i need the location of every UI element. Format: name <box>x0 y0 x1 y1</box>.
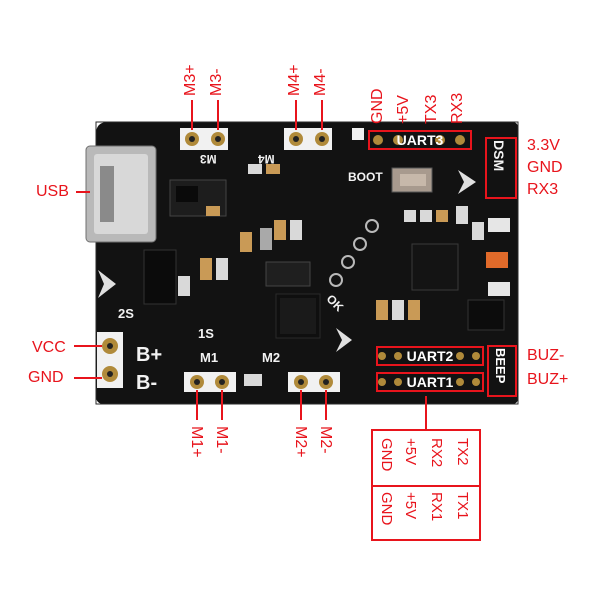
label-uart3-gnd: GND <box>369 88 386 124</box>
silk-bminus: B- <box>136 372 158 394</box>
table-uart2-tx2: TX2 <box>454 438 471 466</box>
bottom-motor-pads <box>184 372 340 392</box>
table-uart2-5v: +5V <box>402 438 419 466</box>
uart-pads <box>378 352 480 386</box>
usb-port-opening <box>100 166 114 222</box>
silk-m1: M1 <box>200 350 219 365</box>
label-buz-minus: BUZ- <box>527 347 565 364</box>
label-m2-minus: M2- <box>317 426 334 454</box>
table-uart1-gnd: GND <box>378 492 395 526</box>
label-uart3-5v: +5V <box>395 95 412 124</box>
label-usb: USB <box>36 183 69 200</box>
label-uart3-rx3: RX3 <box>449 92 466 124</box>
label-uart3-tx3: TX3 <box>423 94 440 124</box>
table-uart1-tx1: TX1 <box>454 492 471 520</box>
label-m3-plus: M3+ <box>182 64 199 96</box>
label-buz-plus: BUZ+ <box>527 371 569 388</box>
table-uart2-gnd: GND <box>378 438 395 472</box>
silk-boot: BOOT <box>348 170 383 184</box>
label-m3-minus: M3- <box>208 68 225 96</box>
battery-pads <box>97 332 123 388</box>
silk-arrows <box>98 170 476 352</box>
label-m2-plus: M2+ <box>292 426 309 458</box>
silk-m2: M2 <box>262 350 281 365</box>
components <box>143 164 510 386</box>
silk-m3: M3 <box>200 152 217 166</box>
label-dsm-gnd: GND <box>527 159 563 176</box>
dsm-frame <box>485 137 517 199</box>
table-uart2-rx2: RX2 <box>428 438 445 468</box>
pcb-edge <box>95 121 519 405</box>
silk-bplus: B+ <box>136 344 163 366</box>
label-m1-minus: M1- <box>213 426 230 454</box>
silk-1s: 1S <box>198 326 214 341</box>
label-gnd: GND <box>28 369 64 386</box>
through-holes <box>329 219 379 287</box>
silk-uart1: UART1 <box>376 372 484 392</box>
uart3-pads <box>373 135 465 145</box>
silk-2s: 2S <box>118 306 134 321</box>
table-uart1-5v: +5V <box>402 492 419 520</box>
beep-frame <box>487 345 517 397</box>
label-m1-plus: M1+ <box>188 426 205 458</box>
silk-beep: BEEP <box>493 348 508 384</box>
label-dsm-3v3: 3.3V <box>527 137 560 154</box>
label-vcc: VCC <box>32 339 66 356</box>
uart-pin-table <box>371 429 481 541</box>
silk-uart2: UART2 <box>376 346 484 366</box>
annotation-lines <box>74 100 427 430</box>
top-motor-pads <box>180 128 364 150</box>
label-dsm-rx3: RX3 <box>527 181 559 198</box>
silk-uart3: UART3 <box>368 130 472 150</box>
silk-dsm: DSM <box>491 140 507 172</box>
label-m4-minus: M4- <box>312 68 329 96</box>
table-uart1-rx1: RX1 <box>428 492 445 522</box>
label-m4-plus: M4+ <box>286 64 303 96</box>
silk-m4: M4 <box>258 152 275 166</box>
